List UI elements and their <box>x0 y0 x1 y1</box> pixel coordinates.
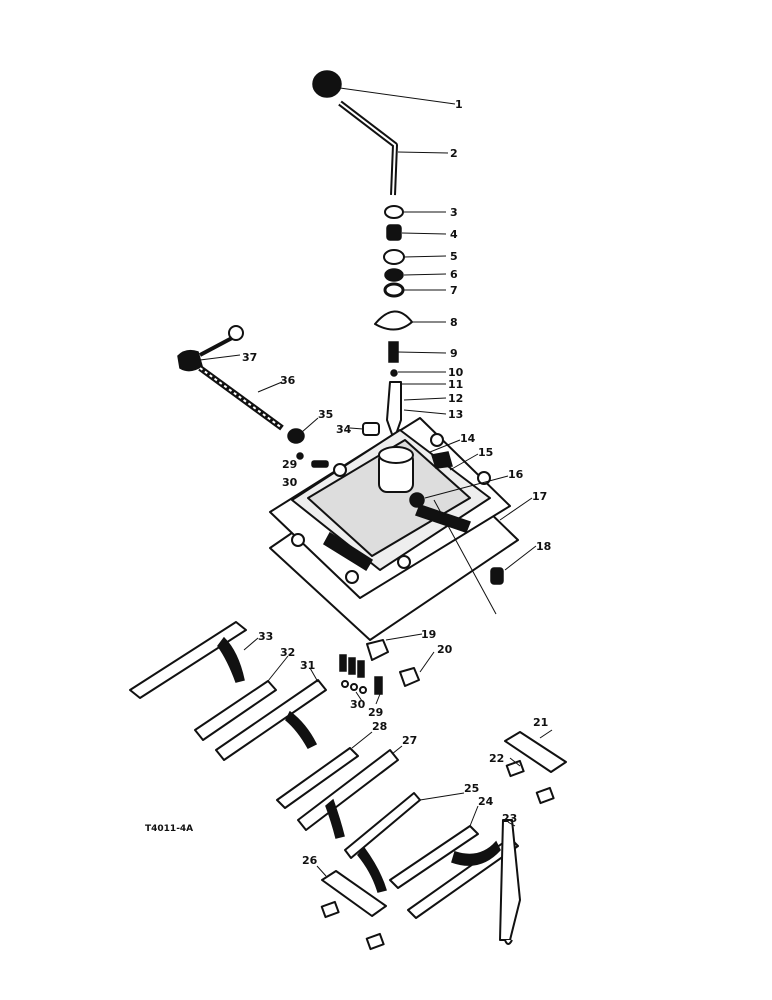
callout-32: 32 <box>280 646 295 659</box>
lock-22 <box>505 759 525 778</box>
sleeve-34 <box>362 422 380 436</box>
boot-cup-8 <box>374 310 413 331</box>
rail-27 <box>297 749 399 831</box>
spring-4 <box>386 224 402 241</box>
pin-9 <box>388 341 399 363</box>
callout-11: 11 <box>448 378 463 391</box>
plug-20 <box>399 667 420 687</box>
ball-10 <box>390 369 398 377</box>
leader-lines <box>199 87 553 877</box>
shift-knob <box>312 70 342 98</box>
callout-30-lower: 30 <box>350 698 366 711</box>
callout-35: 35 <box>318 408 333 421</box>
rail-24 <box>389 825 479 889</box>
callout-1: 1 <box>455 98 463 111</box>
callout-14: 14 <box>460 432 476 445</box>
callout-26: 26 <box>302 854 318 867</box>
callout-2: 2 <box>450 147 458 160</box>
callout-23: 23 <box>502 812 517 825</box>
lever-37 <box>177 349 203 372</box>
rail-33 <box>129 621 247 699</box>
detent-parts <box>339 639 420 695</box>
callout-22: 22 <box>489 752 504 765</box>
shift-rails <box>129 621 521 945</box>
callout-16: 16 <box>508 468 524 481</box>
callout-29-lower: 29 <box>368 706 383 719</box>
callout-8: 8 <box>450 316 458 329</box>
callout-7: 7 <box>450 284 458 297</box>
callout-10: 10 <box>448 366 464 379</box>
callout-29: 29 <box>282 458 297 471</box>
callout-31: 31 <box>300 659 315 672</box>
callout-9: 9 <box>450 347 458 360</box>
callout-24: 24 <box>478 795 494 808</box>
callout-labels: 1 2 3 4 5 6 7 8 9 10 11 12 13 14 15 16 1… <box>242 98 551 867</box>
lock-plates <box>320 731 567 951</box>
callout-15: 15 <box>478 446 493 459</box>
washer-3 <box>384 205 404 219</box>
callout-30: 30 <box>282 476 298 489</box>
shift-housing <box>269 417 519 641</box>
side-shift-assembly <box>177 325 380 444</box>
fork-23 <box>499 819 521 941</box>
callout-5: 5 <box>450 250 458 263</box>
side-knob <box>228 325 244 341</box>
shift-lever-assembly <box>312 70 413 441</box>
callout-18: 18 <box>536 540 551 553</box>
callout-3: 3 <box>450 206 458 219</box>
plug-19 <box>366 639 389 661</box>
callout-20: 20 <box>437 643 453 656</box>
callout-4: 4 <box>450 228 458 241</box>
plate-21 <box>504 731 567 773</box>
washer-5 <box>383 249 405 265</box>
washer-7 <box>383 282 405 298</box>
callout-27: 27 <box>402 734 417 747</box>
callout-28: 28 <box>372 720 387 733</box>
rail-32 <box>194 680 277 741</box>
callout-17: 17 <box>532 490 547 503</box>
plug-16 <box>409 492 425 508</box>
callout-21: 21 <box>533 716 548 729</box>
plate-26 <box>321 870 387 917</box>
rail-28 <box>276 747 359 809</box>
callout-6: 6 <box>450 268 458 281</box>
rail-25 <box>344 792 421 859</box>
callout-36: 36 <box>280 374 296 387</box>
lever-body-11 <box>386 381 402 441</box>
rail-31 <box>215 679 327 761</box>
callout-33: 33 <box>258 630 273 643</box>
callout-12: 12 <box>448 392 463 405</box>
drawing-code: T4011-4A <box>145 824 193 834</box>
bushing-35 <box>287 428 305 444</box>
shift-lever <box>338 100 398 196</box>
callout-13: 13 <box>448 408 463 421</box>
callout-34: 34 <box>336 423 352 436</box>
plug-18 <box>490 567 504 585</box>
washer-6 <box>384 268 404 282</box>
callout-19: 19 <box>421 628 436 641</box>
callout-25: 25 <box>464 782 479 795</box>
callout-37: 37 <box>242 351 257 364</box>
